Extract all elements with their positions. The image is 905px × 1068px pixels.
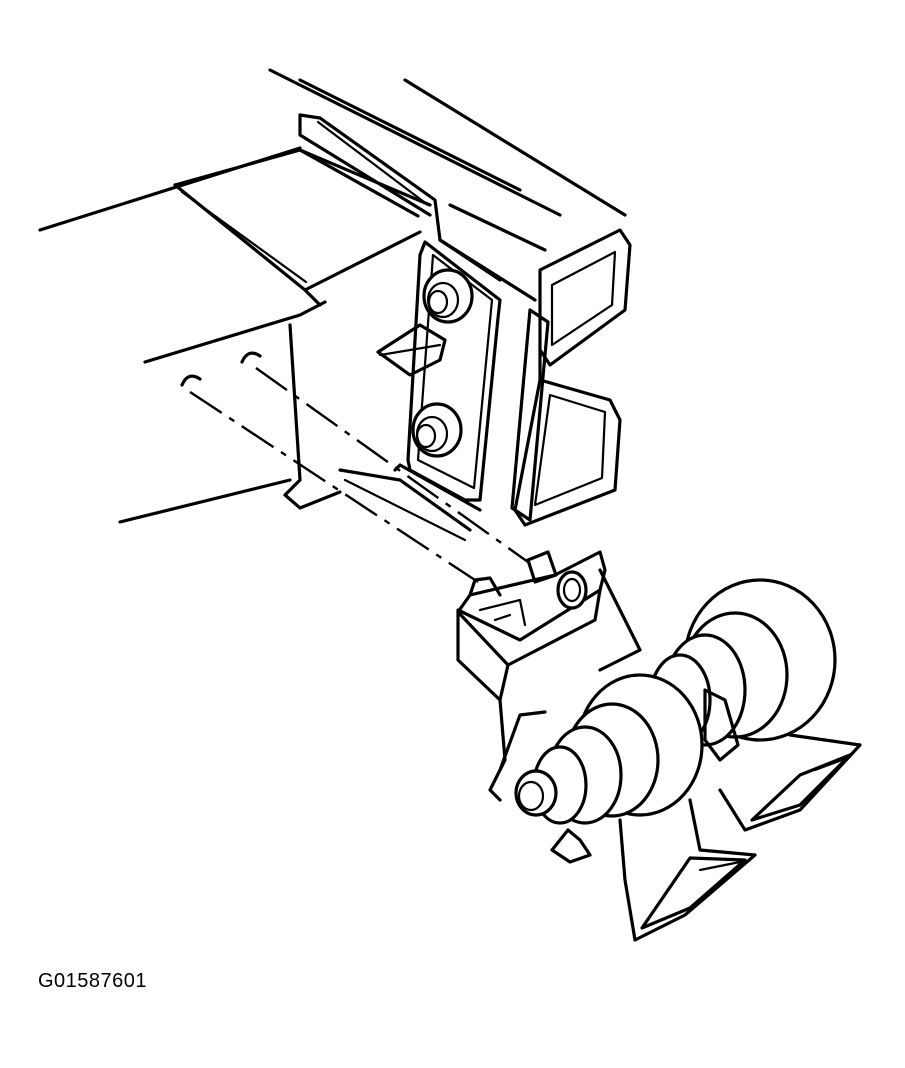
rail-box-section	[510, 228, 632, 527]
alignment-stud	[376, 323, 447, 377]
mounting-holes	[180, 351, 262, 387]
lower-bolt	[411, 402, 463, 458]
front-horn	[532, 673, 757, 942]
upper-bolt	[422, 268, 474, 324]
horn-bolt	[498, 710, 558, 817]
horn-bracket	[456, 550, 642, 802]
alignment-guides	[189, 367, 529, 584]
bracket-nut	[526, 550, 588, 610]
frame-rail	[38, 68, 627, 524]
figure-id-label: G01587601	[38, 970, 148, 992]
